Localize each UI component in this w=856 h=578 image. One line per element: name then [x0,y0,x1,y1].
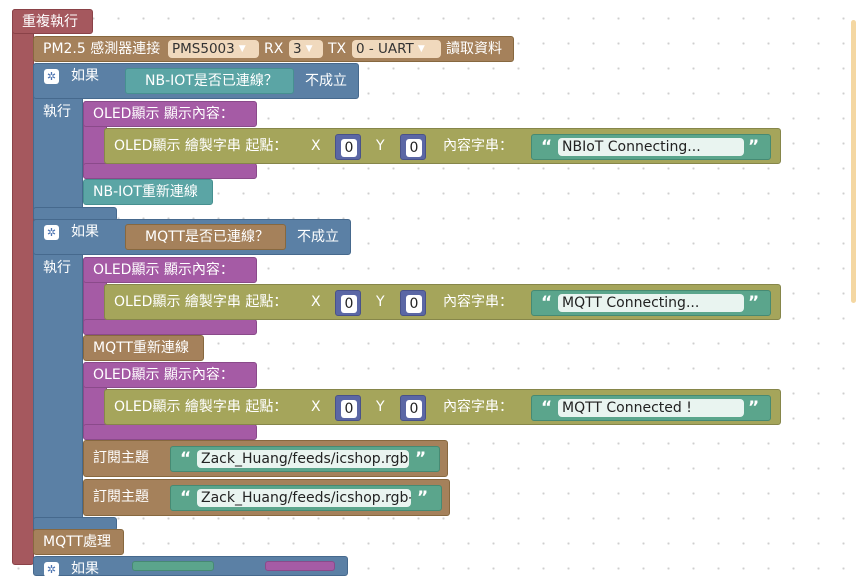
oled-display-footer-2 [83,319,257,335]
subscribe-topic-block-1[interactable]: 訂閱主題 “ Zack_Huang/feeds/icshop.rgb-l ” [83,440,448,477]
subscribe-label: 訂閱主題 [93,450,149,466]
nbiot-reconnect-block[interactable]: NB-IOT重新連線 [83,179,213,205]
oled-draw-label: OLED顯示 繪製字串 起點： [114,399,288,415]
do-label: 執行 [43,260,71,276]
oled-display-footer-1 [83,163,257,179]
text-string-field[interactable]: NBIoT Connecting... [558,138,744,156]
nbiot-condition-label: NB-IOT是否已連線？ [145,73,278,89]
oled-display-header-2[interactable]: OLED顯示 顯示內容： [83,257,257,283]
chevron-down-icon: ▼ [238,44,246,54]
quote-open-icon: “ [541,137,553,157]
oled-display-label: OLED顯示 顯示內容： [93,262,234,278]
mqtt-connected-condition[interactable]: MQTT是否已連線？ [125,224,286,250]
not-label: 不成立 [305,73,347,89]
gear-icon[interactable]: ✲ [44,562,59,577]
condition-slot-partial[interactable] [132,561,214,571]
subscribe-label: 訂閱主題 [93,489,149,505]
topic-string-field[interactable]: Zack_Huang/feeds/icshop.rgb-r [197,489,411,507]
tx-label: TX [328,41,347,57]
pm25-sensor-block[interactable]: PM2.5 感測器連接 PMS5003▼ RX 3▼ TX 0 - UART▼ … [33,36,514,62]
condition-slot-partial-2[interactable] [265,561,335,571]
not-label: 不成立 [297,229,339,245]
mqtt-handle-block[interactable]: MQTT處理 [33,529,124,555]
quote-close-icon: ” [748,137,760,157]
topic-string-block[interactable]: “ Zack_Huang/feeds/icshop.rgb-l ” [170,446,440,472]
quote-close-icon: ” [415,449,427,469]
pm25-label: PM2.5 感測器連接 [43,41,161,57]
quote-close-icon: ” [417,488,429,508]
topic-string-block[interactable]: “ Zack_Huang/feeds/icshop.rgb-r ” [170,485,442,511]
rx-pin-dropdown[interactable]: 3▼ [289,40,323,58]
chevron-down-icon: ▼ [305,44,313,54]
subscribe-topic-block-2[interactable]: 訂閱主題 “ Zack_Huang/feeds/icshop.rgb-r ” [83,479,450,516]
if-label: 如果 [71,224,99,240]
y-label: Y [376,399,385,415]
content-string-label: 內容字串： [443,294,513,310]
y-number-input[interactable]: 0 [400,290,426,316]
gear-icon[interactable]: ✲ [44,69,59,84]
oled-draw-string-block-3[interactable]: OLED顯示 繪製字串 起點： X 0 Y 0 內容字串： “ MQTT Con… [104,389,781,425]
x-number-input[interactable]: 0 [335,290,361,316]
oled-draw-string-block-2[interactable]: OLED顯示 繪製字串 起點： X 0 Y 0 內容字串： “ MQTT Con… [104,284,781,320]
x-label: X [311,399,321,415]
repeat-forever-label: 重複執行 [22,14,78,30]
nbiot-reconnect-label: NB-IOT重新連線 [93,184,198,200]
x-label: X [311,138,321,154]
oled-display-footer-3 [83,424,257,440]
oled-display-header-3[interactable]: OLED顯示 顯示內容： [83,362,257,388]
quote-open-icon: “ [180,488,192,508]
content-string-label: 內容字串： [443,399,513,415]
text-string-field[interactable]: MQTT Connected ! [558,399,744,417]
text-string-block[interactable]: “ MQTT Connecting... ” [531,290,771,316]
oled-display-label: OLED顯示 顯示內容： [93,367,234,383]
quote-open-icon: “ [180,449,192,469]
if-label: 如果 [71,68,99,84]
sensor-model-dropdown[interactable]: PMS5003▼ [168,40,259,58]
if-label: 如果 [71,561,99,577]
topic-string-field[interactable]: Zack_Huang/feeds/icshop.rgb-l [197,450,409,468]
x-number-input[interactable]: 0 [335,134,361,160]
mqtt-reconnect-label: MQTT重新連線 [93,340,189,356]
mqtt-handle-label: MQTT處理 [43,534,111,550]
rx-label: RX [264,41,284,57]
repeat-forever-block[interactable] [12,9,34,565]
text-string-block[interactable]: “ MQTT Connected ! ” [531,395,771,421]
y-number-input[interactable]: 0 [400,395,426,421]
mqtt-reconnect-block[interactable]: MQTT重新連線 [83,335,204,361]
x-number-input[interactable]: 0 [335,395,361,421]
gear-icon[interactable]: ✲ [44,225,59,240]
mqtt-condition-label: MQTT是否已連線？ [145,229,269,245]
oled-draw-string-block-1[interactable]: OLED顯示 繪製字串 起點： X 0 Y 0 內容字串： “ NBIoT Co… [104,128,781,164]
tx-pin-dropdown[interactable]: 0 - UART▼ [352,40,441,58]
nbiot-connected-condition[interactable]: NB-IOT是否已連線？ [125,68,294,94]
text-string-block[interactable]: “ NBIoT Connecting... ” [531,134,771,160]
oled-draw-label: OLED顯示 繪製字串 起點： [114,294,288,310]
quote-close-icon: ” [748,398,760,418]
repeat-forever-header[interactable]: 重複執行 [12,9,93,34]
oled-draw-label: OLED顯示 繪製字串 起點： [114,138,288,154]
text-string-field[interactable]: MQTT Connecting... [558,294,744,312]
chevron-down-icon: ▼ [417,44,425,54]
x-label: X [311,294,321,310]
do-label: 執行 [43,104,71,120]
y-number-input[interactable]: 0 [400,134,426,160]
oled-display-label: OLED顯示 顯示內容： [93,106,234,122]
y-label: Y [376,138,385,154]
read-data-label: 讀取資料 [446,41,502,57]
content-string-label: 內容字串： [443,138,513,154]
y-label: Y [376,294,385,310]
quote-open-icon: “ [541,398,553,418]
workspace-scrollbar[interactable] [851,20,856,303]
quote-close-icon: ” [748,293,760,313]
oled-display-header-1[interactable]: OLED顯示 顯示內容： [83,101,257,127]
quote-open-icon: “ [541,293,553,313]
